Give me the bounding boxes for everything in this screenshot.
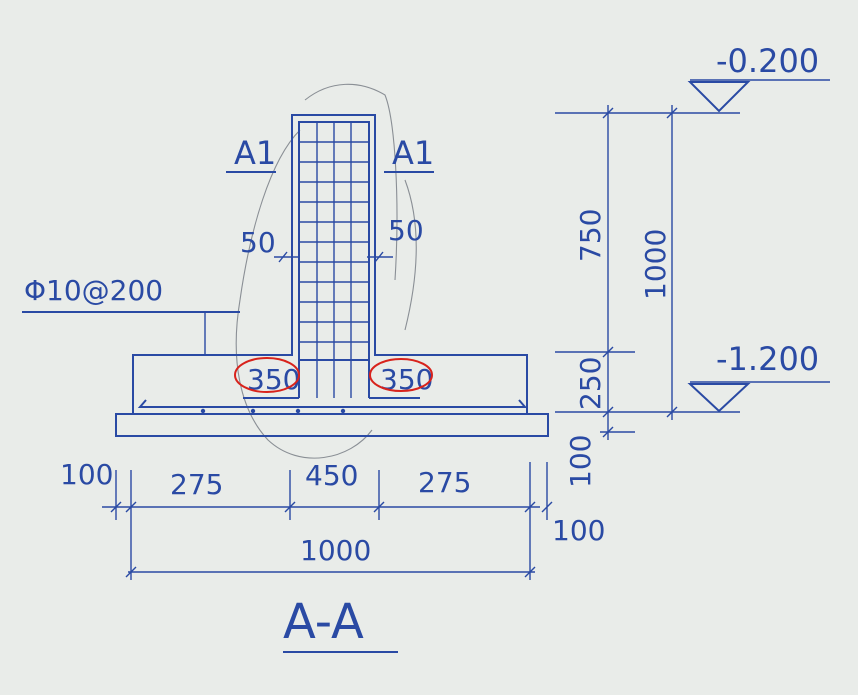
column-rebar-cage	[243, 121, 420, 399]
right-dimension-lines	[555, 105, 740, 440]
dim-center: 450	[305, 459, 358, 492]
dim-total: 1000	[300, 534, 371, 567]
foundation-pad	[115, 413, 549, 437]
dim-edge-right: 100	[552, 514, 605, 547]
dim-pad: 100	[564, 435, 597, 488]
dim-right: 275	[418, 466, 471, 499]
bottom-dimension-lines	[102, 462, 553, 580]
section-mark-right: A1	[392, 134, 434, 172]
highlight-circle-left	[234, 357, 300, 393]
elevation-bottom-label: -1.200	[716, 340, 819, 378]
rebar-spec-label: Φ10@200	[24, 274, 163, 307]
bottom-rebar	[137, 399, 528, 414]
dim-upper: 750	[574, 209, 607, 262]
highlight-circle-right	[369, 358, 433, 392]
elevation-marker-bottom	[687, 381, 830, 413]
cover-left-tick	[278, 251, 288, 263]
pencil-sketch-top	[304, 83, 398, 281]
dim-left: 275	[170, 468, 223, 501]
elevation-top-label: -0.200	[716, 42, 819, 80]
pencil-sketch-right	[404, 179, 417, 331]
dim-overall: 1000	[639, 229, 672, 300]
dim-edge-left: 100	[60, 458, 113, 491]
cover-right-tick	[374, 251, 384, 263]
cover-left-label: 50	[240, 226, 276, 259]
pencil-sketch-left	[235, 129, 373, 459]
cover-right-label: 50	[388, 214, 424, 247]
section-title: A-A	[283, 594, 364, 650]
elevation-marker-top	[687, 79, 830, 113]
footing-outline	[132, 114, 528, 414]
section-mark-left: A1	[234, 134, 276, 172]
dim-lower: 250	[574, 357, 607, 410]
